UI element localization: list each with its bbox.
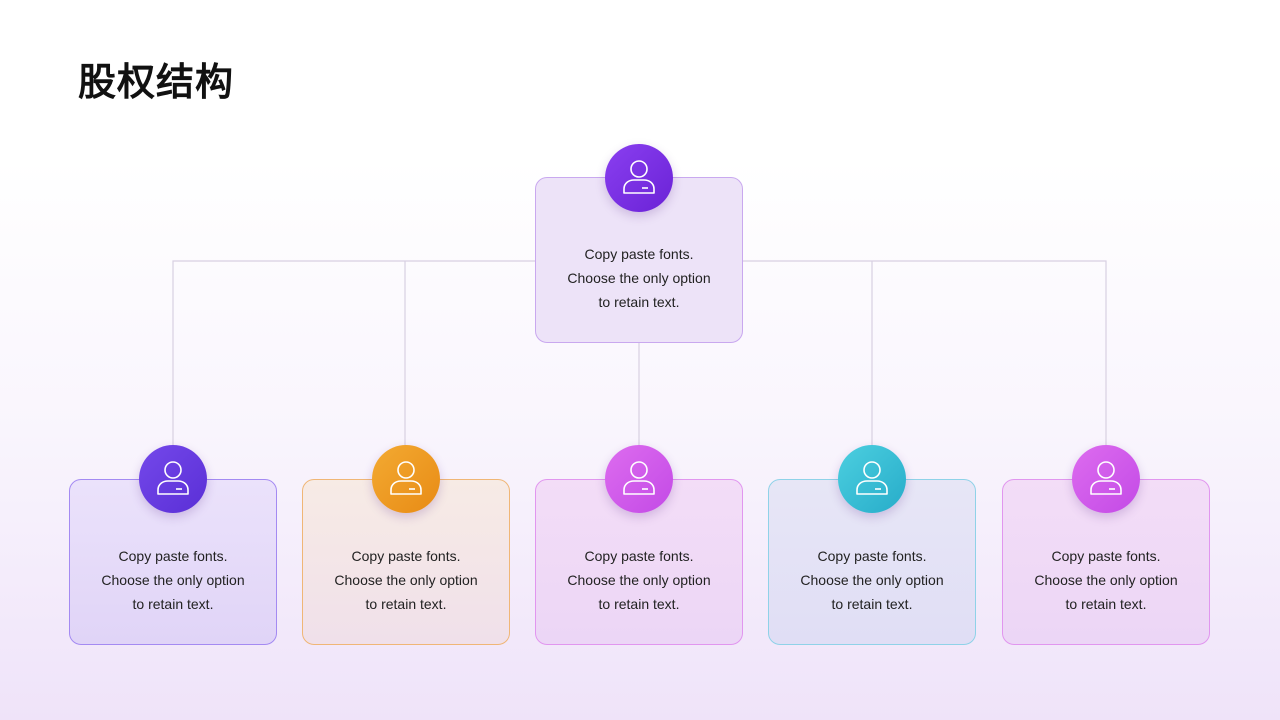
node-text-line: Choose the only option — [1034, 572, 1178, 588]
node-text-line: to retain text. — [365, 596, 447, 612]
user-icon-glyph — [856, 461, 888, 495]
user-icon — [605, 445, 673, 513]
user-icon — [838, 445, 906, 513]
node-text-line: Choose the only option — [800, 572, 944, 588]
user-icon-glyph — [1090, 461, 1122, 495]
node-text: Copy paste fonts. Choose the only option… — [70, 544, 276, 616]
connector-right — [743, 260, 1107, 479]
node-text-line: to retain text. — [831, 596, 913, 612]
org-node-child-5: Copy paste fonts. Choose the only option… — [1002, 479, 1210, 645]
user-icon-glyph — [157, 461, 189, 495]
node-text-line: Choose the only option — [101, 572, 245, 588]
node-text-line: to retain text. — [1065, 596, 1147, 612]
node-text-line: Copy paste fonts. — [351, 548, 461, 564]
node-text-line: Copy paste fonts. — [118, 548, 228, 564]
node-text-line: Choose the only option — [567, 572, 711, 588]
node-text: Copy paste fonts. Choose the only option… — [303, 544, 509, 616]
user-icon — [1072, 445, 1140, 513]
org-node-child-2: Copy paste fonts. Choose the only option… — [302, 479, 510, 645]
user-icon-glyph — [390, 461, 422, 495]
node-text: Copy paste fonts. Choose the only option… — [769, 544, 975, 616]
node-text-line: Copy paste fonts. — [817, 548, 927, 564]
user-icon — [372, 445, 440, 513]
user-icon — [139, 445, 207, 513]
node-text-line: Copy paste fonts. — [584, 548, 694, 564]
user-icon-glyph — [623, 461, 655, 495]
slide-title: 股权结构 — [78, 60, 235, 104]
node-text: Copy paste fonts. Choose the only option… — [1003, 544, 1209, 616]
node-text-line: Copy paste fonts. — [584, 246, 694, 262]
node-text: Copy paste fonts. Choose the only option… — [536, 544, 742, 616]
node-text-line: Copy paste fonts. — [1051, 548, 1161, 564]
node-text-line: to retain text. — [598, 294, 680, 310]
user-icon-glyph — [623, 160, 655, 194]
node-text-line: to retain text. — [132, 596, 214, 612]
node-text-line: Choose the only option — [567, 270, 711, 286]
node-text: Copy paste fonts. Choose the only option… — [536, 242, 742, 314]
user-icon — [605, 144, 673, 212]
node-text-line: Choose the only option — [334, 572, 478, 588]
connector-left — [172, 260, 535, 479]
node-text-line: to retain text. — [598, 596, 680, 612]
org-node-child-1: Copy paste fonts. Choose the only option… — [69, 479, 277, 645]
